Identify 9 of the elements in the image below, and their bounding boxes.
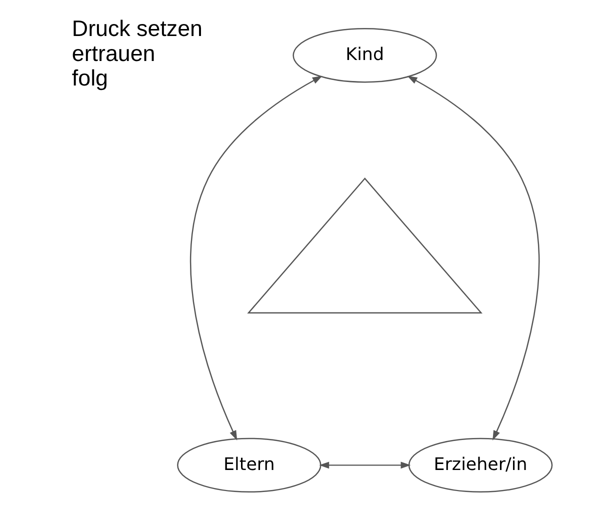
node-ellipse: Erzieher/in <box>408 438 553 493</box>
arrow <box>319 462 411 469</box>
label: folg <box>72 66 108 91</box>
node-ellipse: Eltern <box>177 438 322 493</box>
node-triangle <box>247 178 482 314</box>
arrow <box>190 76 322 440</box>
label: Druck setzen <box>72 16 203 41</box>
label: ertrauen <box>72 40 156 66</box>
arrow <box>407 76 540 440</box>
